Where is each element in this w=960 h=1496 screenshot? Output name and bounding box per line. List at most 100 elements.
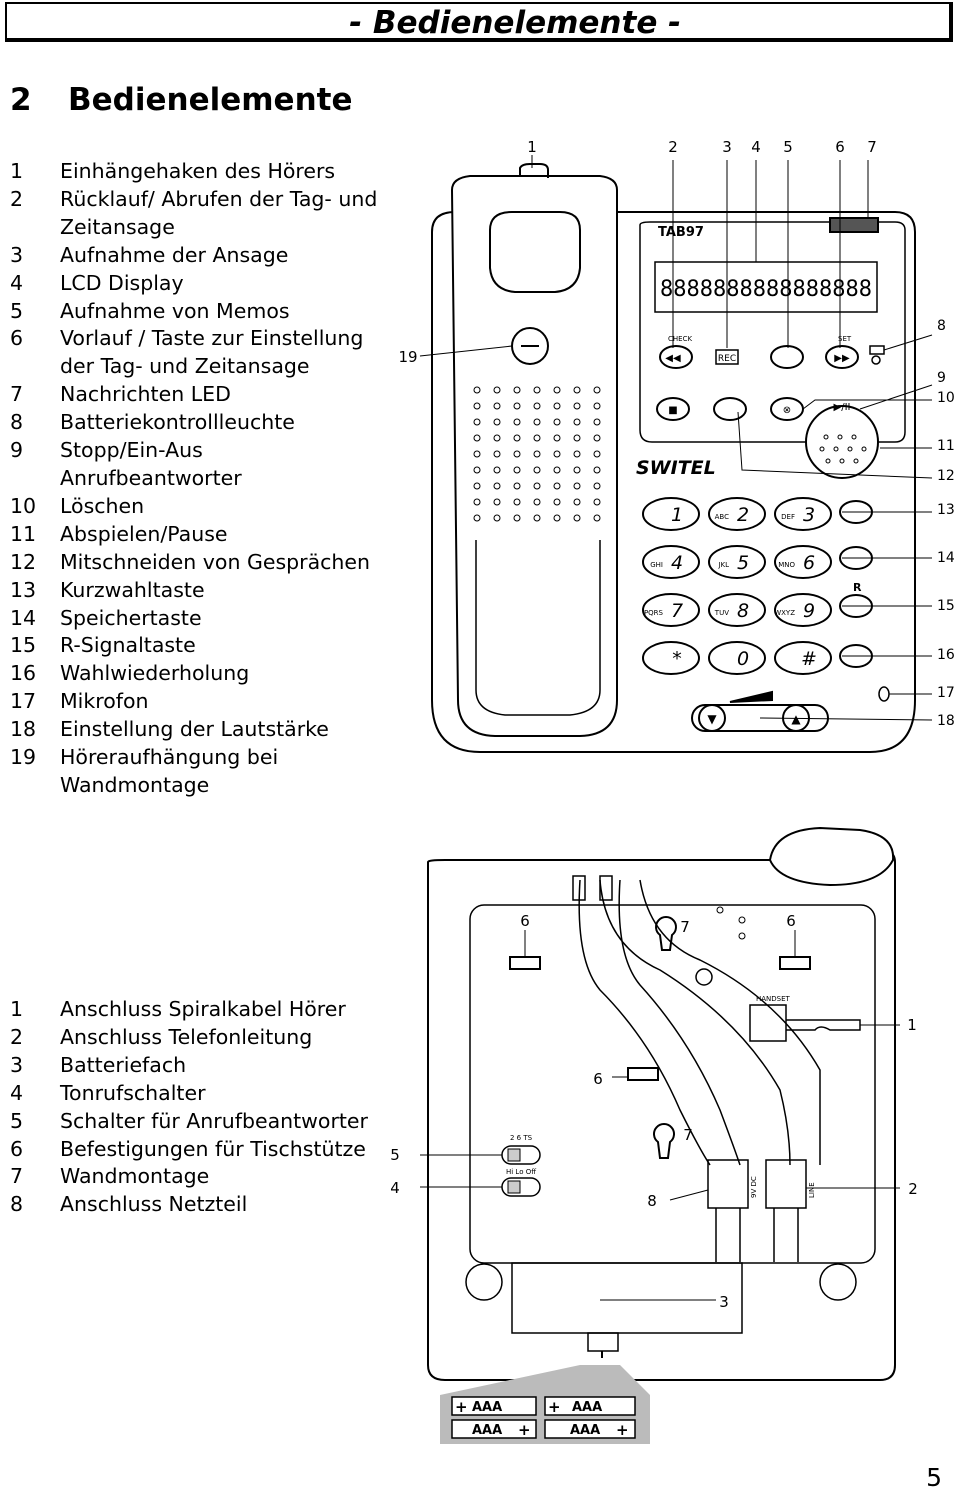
key-letters: GHI — [650, 561, 663, 569]
speaker-hole — [533, 466, 541, 474]
item-text: Mitschneiden von Gesprächen — [60, 549, 371, 574]
svg-text:+: + — [518, 1421, 531, 1439]
model-label: TAB97 — [658, 225, 704, 240]
mic-hole — [839, 458, 845, 464]
speaker-hole — [513, 402, 521, 410]
callout-15: 15 — [937, 598, 955, 614]
speaker-holes — [473, 386, 867, 522]
mic-hole — [837, 434, 843, 440]
callout-19-line — [419, 345, 513, 357]
item-number: 10 — [10, 493, 37, 518]
callout-17: 17 — [937, 685, 955, 701]
speaker-hole — [513, 434, 521, 442]
key-digit: # — [801, 648, 817, 670]
keypad-key-12: # — [774, 641, 832, 675]
speaker-hole — [493, 450, 501, 458]
item-number: 19 — [10, 745, 37, 770]
speaker-hole — [513, 466, 521, 474]
speaker-hole — [533, 450, 541, 458]
item-text: Befestigungen für Tischstütze — [60, 1136, 366, 1161]
speaker-hole — [593, 466, 601, 474]
speaker-hole — [553, 450, 561, 458]
speaker-hole — [573, 450, 581, 458]
item-number: 9 — [10, 438, 24, 463]
page-header: - Bedienelemente - — [5, 2, 953, 42]
speaker-hole — [473, 402, 481, 410]
item-number: 5 — [10, 1108, 24, 1133]
battery-label-4: AAA — [570, 1423, 600, 1438]
speaker-hole — [533, 386, 541, 394]
rewind-button — [659, 345, 693, 369]
item-text: Höreraufhängung bei Wandmontage — [60, 745, 279, 797]
callout-9: 9 — [937, 370, 946, 386]
speaker-hole — [593, 402, 601, 410]
item-number: 15 — [10, 633, 37, 658]
callout-14: 14 — [937, 550, 955, 566]
key-digit: 4 — [671, 552, 683, 574]
mic-hole — [823, 434, 829, 440]
item-text: Nachrichten LED — [60, 382, 231, 407]
item-number: 7 — [10, 382, 24, 407]
item-number: 3 — [10, 1052, 24, 1077]
list-item: 19 Höreraufhängung bei Wandmontage — [10, 744, 380, 800]
speaker-hole — [533, 482, 541, 490]
callout-19: 19 — [398, 348, 417, 366]
mic-hole — [851, 434, 857, 440]
mic-hole — [833, 446, 839, 452]
svg-text:⊗: ⊗ — [783, 405, 791, 416]
keypad-key-3: 3 DEF — [774, 497, 832, 531]
svg-text:◀◀: ◀◀ — [665, 353, 681, 364]
item-number: 8 — [10, 410, 24, 435]
item-text: Einhängehaken des Hörers — [60, 159, 336, 183]
back-callout-3: 3 — [719, 1293, 729, 1311]
page-number: 5 — [926, 1463, 942, 1492]
battery-1 — [451, 1396, 537, 1416]
svg-text:+: + — [548, 1398, 561, 1416]
keypad-key-10: * — [642, 641, 700, 675]
play-pause-button — [805, 405, 879, 479]
callout-top-6: 6 — [835, 138, 845, 156]
key-digit: 3 — [803, 504, 815, 526]
callout-11: 11 — [937, 438, 955, 454]
key-digit: 1 — [671, 504, 683, 526]
keypad-key-4: 4 GHI — [642, 545, 700, 579]
speaker-hole — [493, 434, 501, 442]
battery-4 — [544, 1419, 636, 1439]
speaker-hole — [593, 386, 601, 394]
key-digit: 9 — [803, 600, 815, 622]
item-text: Wahlwiederholung — [60, 661, 250, 686]
item-text: Einstellung der Lautstärke — [60, 717, 329, 742]
speaker-hole — [513, 498, 521, 506]
speaker-hole — [513, 418, 521, 426]
handset-top-back — [768, 826, 895, 887]
speaker-hole — [493, 402, 501, 410]
speaker-hole — [473, 418, 481, 426]
key-letters: TUV — [714, 609, 729, 617]
speaker-hole — [593, 482, 601, 490]
mic-hole — [825, 458, 831, 464]
callout-top-7: 7 — [867, 138, 877, 156]
forward-button — [825, 345, 859, 369]
item-text: Speichertaste — [60, 605, 202, 630]
speaker-hole — [593, 450, 601, 458]
stand-mount-left — [509, 956, 541, 970]
switch1-label: 2 6 TS — [510, 1134, 533, 1142]
item-text: Kurzwahltaste — [60, 577, 205, 602]
key-letters: DEF — [781, 513, 795, 521]
key-letters: PQRS — [644, 609, 664, 617]
switch2-label: Hi Lo Off — [506, 1168, 536, 1176]
